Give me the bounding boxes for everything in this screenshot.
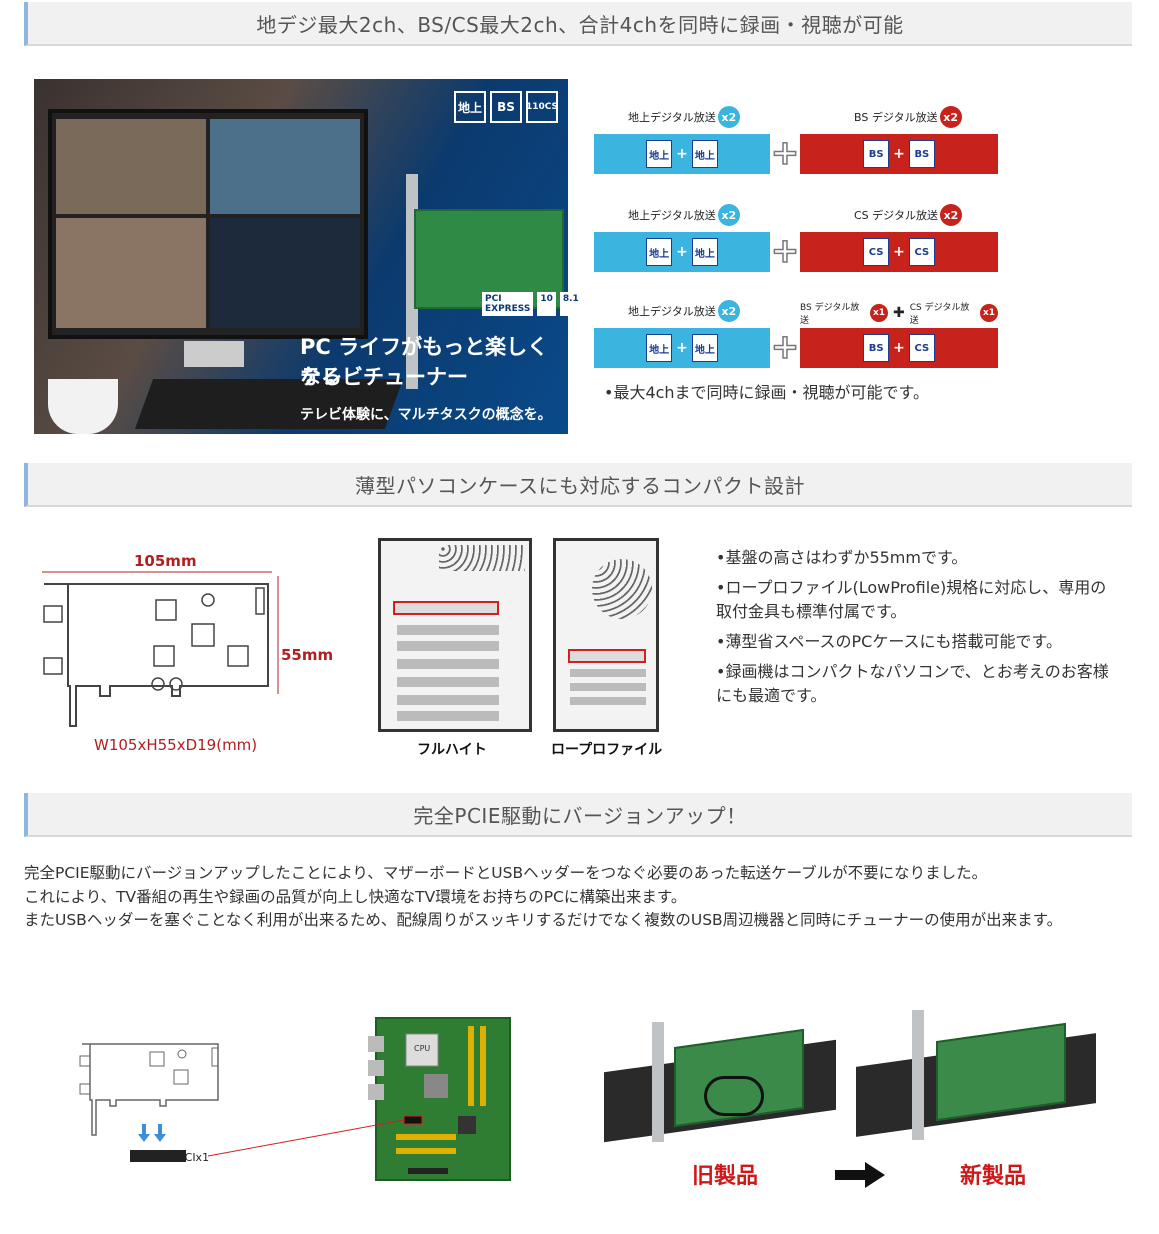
- count-badge: x2: [717, 204, 740, 226]
- terrestrial-bar: 地上 + 地上: [594, 134, 770, 174]
- count-badge: x1: [980, 304, 998, 322]
- arrow-right-icon: [835, 1162, 885, 1188]
- coffee-cup-illustration: [48, 379, 118, 434]
- channel-combo-1: 地上デジタル放送 x2 BS デジタル放送 x2 地上 + 地上 + BS + …: [594, 106, 998, 176]
- full-height-label: フルハイト: [417, 742, 487, 758]
- channel-combo-3: 地上デジタル放送 x2 BS デジタル放送 x1 ✚ CS デジタル放送 x1 …: [594, 300, 998, 370]
- terrestrial-tile-icon: 地上: [691, 140, 718, 168]
- old-product-label: 旧製品: [692, 1164, 759, 1189]
- board-dimension-drawing: [42, 571, 279, 727]
- pci-express-badge: PCI EXPRESS: [482, 292, 534, 316]
- bs-tile-icon: BS: [863, 334, 890, 362]
- terrestrial-logo-icon: 地上: [454, 91, 486, 123]
- count-badge: x2: [717, 300, 740, 322]
- section-title: 地デジ最大2ch、BS/CS最大2ch、合計4chを同時に録画・視聴が可能: [256, 12, 904, 37]
- slot-highlight: [568, 649, 646, 663]
- list-item: •録画機はコンパクトなパソコンで、とお考えのお客様にも最適です。: [716, 662, 1109, 705]
- compact-feature-list: •基盤の高さはわずか55mmです。 •ロープロファイル(LowProfile)規…: [716, 546, 1116, 714]
- combo-left-label: 地上デジタル放送 x2: [628, 106, 740, 128]
- count-badge: x1: [870, 304, 888, 322]
- terrestrial-tile-icon: 地上: [646, 238, 673, 266]
- monitor-illustration: [48, 109, 368, 339]
- combo-left-label: 地上デジタル放送 x2: [628, 300, 740, 322]
- size-spec: W105xH55xD19(mm): [94, 736, 258, 754]
- monitor-stand: [184, 341, 244, 367]
- full-height-case-illustration: [378, 538, 532, 732]
- compat-badges: PCI EXPRESS 10 8.1: [482, 292, 582, 316]
- satellite-bar: BS + CS: [800, 328, 998, 368]
- channel-combo-2: 地上デジタル放送 x2 CS デジタル放送 x2 地上 + 地上 + CS + …: [594, 204, 998, 274]
- slot-highlight: [393, 601, 499, 615]
- plus-icon: +: [770, 133, 800, 173]
- motherboard-illustration: [207, 1017, 511, 1181]
- low-profile-label: ロープロファイル: [551, 742, 663, 758]
- combo-left-label: 地上デジタル放送 x2: [628, 204, 740, 226]
- section-title: 完全PCIE駆動にバージョンアップ！: [413, 803, 747, 828]
- section-header-compact: 薄型パソコンケースにも対応するコンパクト設計: [24, 463, 1132, 507]
- plus-icon: ✚: [893, 305, 905, 321]
- satellite-bar: CS + CS: [800, 232, 998, 272]
- broadcast-logos: 地上 BS 110CS: [454, 91, 558, 123]
- banner-headline-2: テレビチューナー: [300, 365, 468, 389]
- pcix1-label: PCIx1: [178, 1151, 210, 1164]
- old-product-photo: [604, 1016, 836, 1156]
- bs-tile-icon: BS: [863, 140, 890, 168]
- banner-headline-1: PC ライフがもっと楽しくなる: [300, 335, 549, 389]
- terrestrial-tile-icon: 地上: [646, 334, 673, 362]
- section-header-pcie: 完全PCIE駆動にバージョンアップ！: [24, 793, 1132, 837]
- bs-tile-icon: BS: [908, 140, 935, 168]
- cs-logo-icon: 110CS: [526, 91, 558, 123]
- windows-81-badge: 8.1: [559, 292, 582, 316]
- count-badge: x2: [939, 204, 962, 226]
- section-title: 薄型パソコンケースにも対応するコンパクト設計: [355, 473, 805, 498]
- paragraph-line: これにより、TV番組の再生や録画の品質が向上し快適なTV環境をお持ちのPCに構築…: [24, 887, 687, 906]
- combo-right-label: BS デジタル放送 x1 ✚ CS デジタル放送 x1: [800, 300, 998, 326]
- paragraph-line: 完全PCIE駆動にバージョンアップしたことにより、マザーボードとUSBヘッダーを…: [24, 864, 988, 882]
- cpu-label: CPU: [414, 1044, 431, 1053]
- terrestrial-tile-icon: 地上: [691, 334, 718, 362]
- bs-logo-icon: BS: [490, 91, 522, 123]
- combo-right-label: CS デジタル放送 x2: [854, 204, 962, 226]
- count-badge: x2: [717, 106, 740, 128]
- list-item: •ロープロファイル(LowProfile)規格に対応し、専用の取付金具も標準付属…: [716, 578, 1107, 621]
- combo-note: •最大4chまで同時に録画・視聴が可能です。: [604, 383, 929, 402]
- cs-tile-icon: CS: [908, 238, 935, 266]
- new-product-label: 新製品: [960, 1164, 1027, 1189]
- pcie-description: 完全PCIE駆動にバージョンアップしたことにより、マザーボードとUSBヘッダーを…: [24, 862, 1124, 933]
- list-item: •薄型省スペースのPCケースにも搭載可能です。: [716, 632, 1062, 651]
- cs-tile-icon: CS: [908, 334, 935, 362]
- height-dimension: 55mm: [281, 646, 334, 664]
- product-banner-image: 地上 BS 110CS PCI EXPRESS 10 8.1 PC ライフがもっ…: [34, 79, 582, 434]
- plus-icon: +: [770, 327, 800, 367]
- combo-right-label: BS デジタル放送 x2: [854, 106, 962, 128]
- new-product-photo: [856, 1006, 1096, 1156]
- list-item: •基盤の高さはわずか55mmです。: [716, 548, 968, 567]
- paragraph-line: またUSBヘッダーを塞ぐことなく利用が出来るため、配線周りがスッキリするだけでな…: [24, 911, 1063, 929]
- section-header-channels: 地デジ最大2ch、BS/CS最大2ch、合計4chを同時に録画・視聴が可能: [24, 2, 1132, 46]
- windows-10-badge: 10: [537, 292, 556, 316]
- width-dimension: 105mm: [134, 552, 197, 570]
- terrestrial-bar: 地上 + 地上: [594, 232, 770, 272]
- terrestrial-tile-icon: 地上: [691, 238, 718, 266]
- count-badge: x2: [939, 106, 962, 128]
- low-profile-case-illustration: [553, 538, 659, 732]
- banner-subline: テレビ体験に、マルチタスクの概念を。: [300, 407, 552, 423]
- plus-icon: +: [770, 231, 800, 271]
- cs-tile-icon: CS: [863, 238, 890, 266]
- satellite-bar: BS + BS: [800, 134, 998, 174]
- board-slot-diagram: [79, 1043, 219, 1162]
- terrestrial-bar: 地上 + 地上: [594, 328, 770, 368]
- terrestrial-tile-icon: 地上: [646, 140, 673, 168]
